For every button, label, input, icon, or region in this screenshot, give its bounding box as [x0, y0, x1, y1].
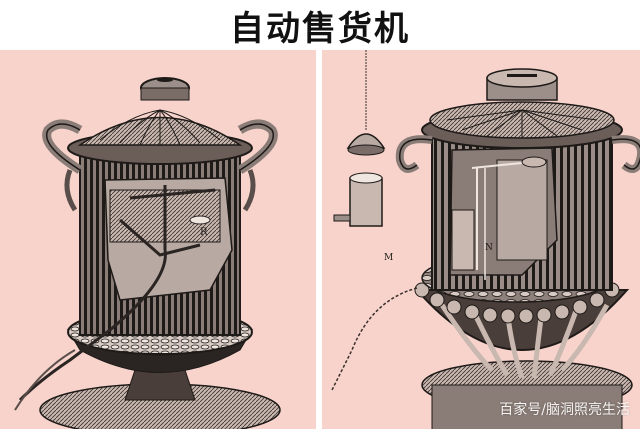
label-m: M — [384, 253, 393, 263]
left-illustration-panel: R — [0, 50, 316, 429]
label-n: N — [485, 243, 493, 253]
vending-urn-parts-illustration: N M — [331, 50, 640, 429]
right-illustration-panel: N M 百家号/脑洞照亮生活 — [322, 50, 640, 429]
source-watermark: 百家号/脑洞照亮生活 — [499, 402, 630, 418]
vending-urn-cutaway-illustration: R — [14, 77, 281, 429]
label-r: R — [200, 227, 208, 238]
page-title: 自动售货机 — [230, 8, 410, 49]
